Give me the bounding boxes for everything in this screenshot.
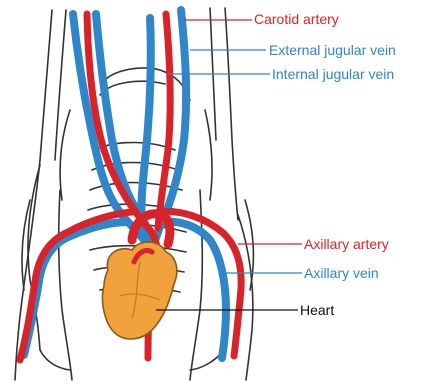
internal-jugular-vein-right (141, 18, 150, 228)
heart-label: Heart (300, 302, 334, 318)
internal-jugular-vein-label: Internal jugular vein (272, 66, 394, 82)
external-jugular-vein-label: External jugular vein (269, 42, 396, 58)
axillary-vein-label: Axillary vein (304, 265, 379, 281)
carotid-artery-label: Carotid artery (254, 11, 339, 27)
axillary-artery-label: Axillary artery (304, 236, 389, 252)
heart (103, 242, 177, 339)
